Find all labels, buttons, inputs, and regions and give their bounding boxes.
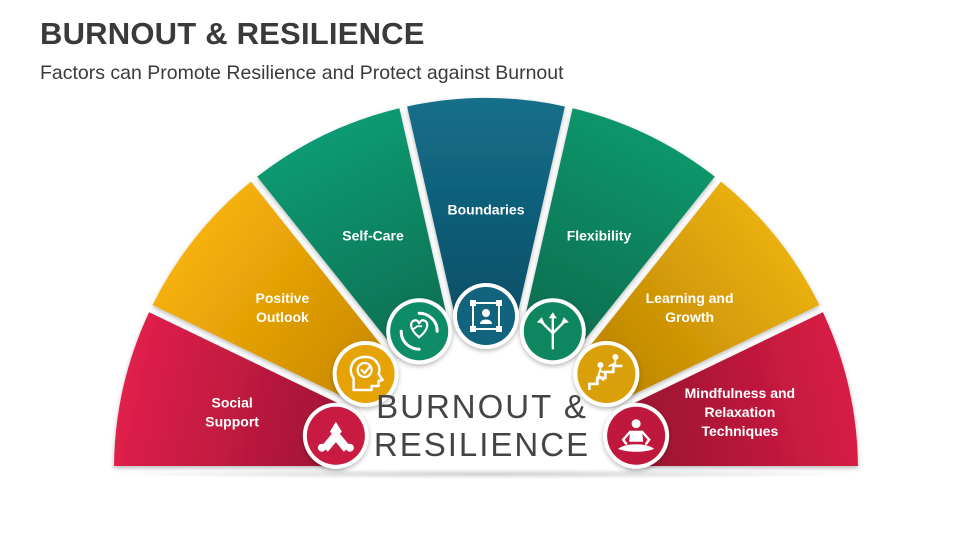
split-arrows-icon bbox=[519, 298, 586, 365]
segment-5 bbox=[521, 108, 715, 357]
segment-label-line: Learning and bbox=[646, 290, 734, 306]
segment-label-line: Social bbox=[212, 395, 253, 411]
icons-layer bbox=[302, 283, 670, 469]
segment-6 bbox=[577, 181, 820, 405]
hands-together-icon bbox=[302, 402, 369, 469]
meditation-icon bbox=[603, 402, 670, 469]
segment-label-4: Boundaries bbox=[447, 202, 524, 218]
floor-shadow bbox=[106, 469, 866, 479]
page-subtitle: Factors can Promote Resilience and Prote… bbox=[40, 62, 564, 84]
segment-7 bbox=[615, 312, 858, 467]
heart-hands-icon bbox=[386, 298, 453, 365]
segment-label-line: Positive bbox=[256, 290, 310, 306]
center-title-line1: BURNOUT & bbox=[376, 388, 588, 425]
head-check-icon bbox=[332, 340, 399, 407]
segment-label-line: Flexibility bbox=[567, 227, 632, 243]
segment-label-line: Techniques bbox=[701, 423, 778, 439]
segment-label-line: Growth bbox=[665, 309, 714, 325]
segment-label-line: Outlook bbox=[256, 309, 309, 325]
center-title-line2: RESILIENCE bbox=[374, 426, 590, 463]
segment-label-3: Self-Care bbox=[342, 227, 404, 243]
stairs-climb-icon bbox=[573, 340, 640, 407]
segment-label-line: Mindfulness and bbox=[685, 385, 795, 401]
page-title: BURNOUT & RESILIENCE bbox=[40, 16, 425, 51]
segment-label-line: Relaxation bbox=[704, 404, 775, 420]
segment-label-line: Support bbox=[205, 414, 259, 430]
segment-label-line: Boundaries bbox=[447, 202, 524, 218]
segment-1 bbox=[114, 312, 357, 467]
segment-2 bbox=[152, 181, 395, 405]
person-frame-icon bbox=[453, 283, 519, 349]
segment-label-5: Flexibility bbox=[567, 227, 632, 243]
segment-4 bbox=[407, 98, 565, 331]
segment-label-line: Self-Care bbox=[342, 227, 404, 243]
segment-3 bbox=[257, 108, 451, 357]
